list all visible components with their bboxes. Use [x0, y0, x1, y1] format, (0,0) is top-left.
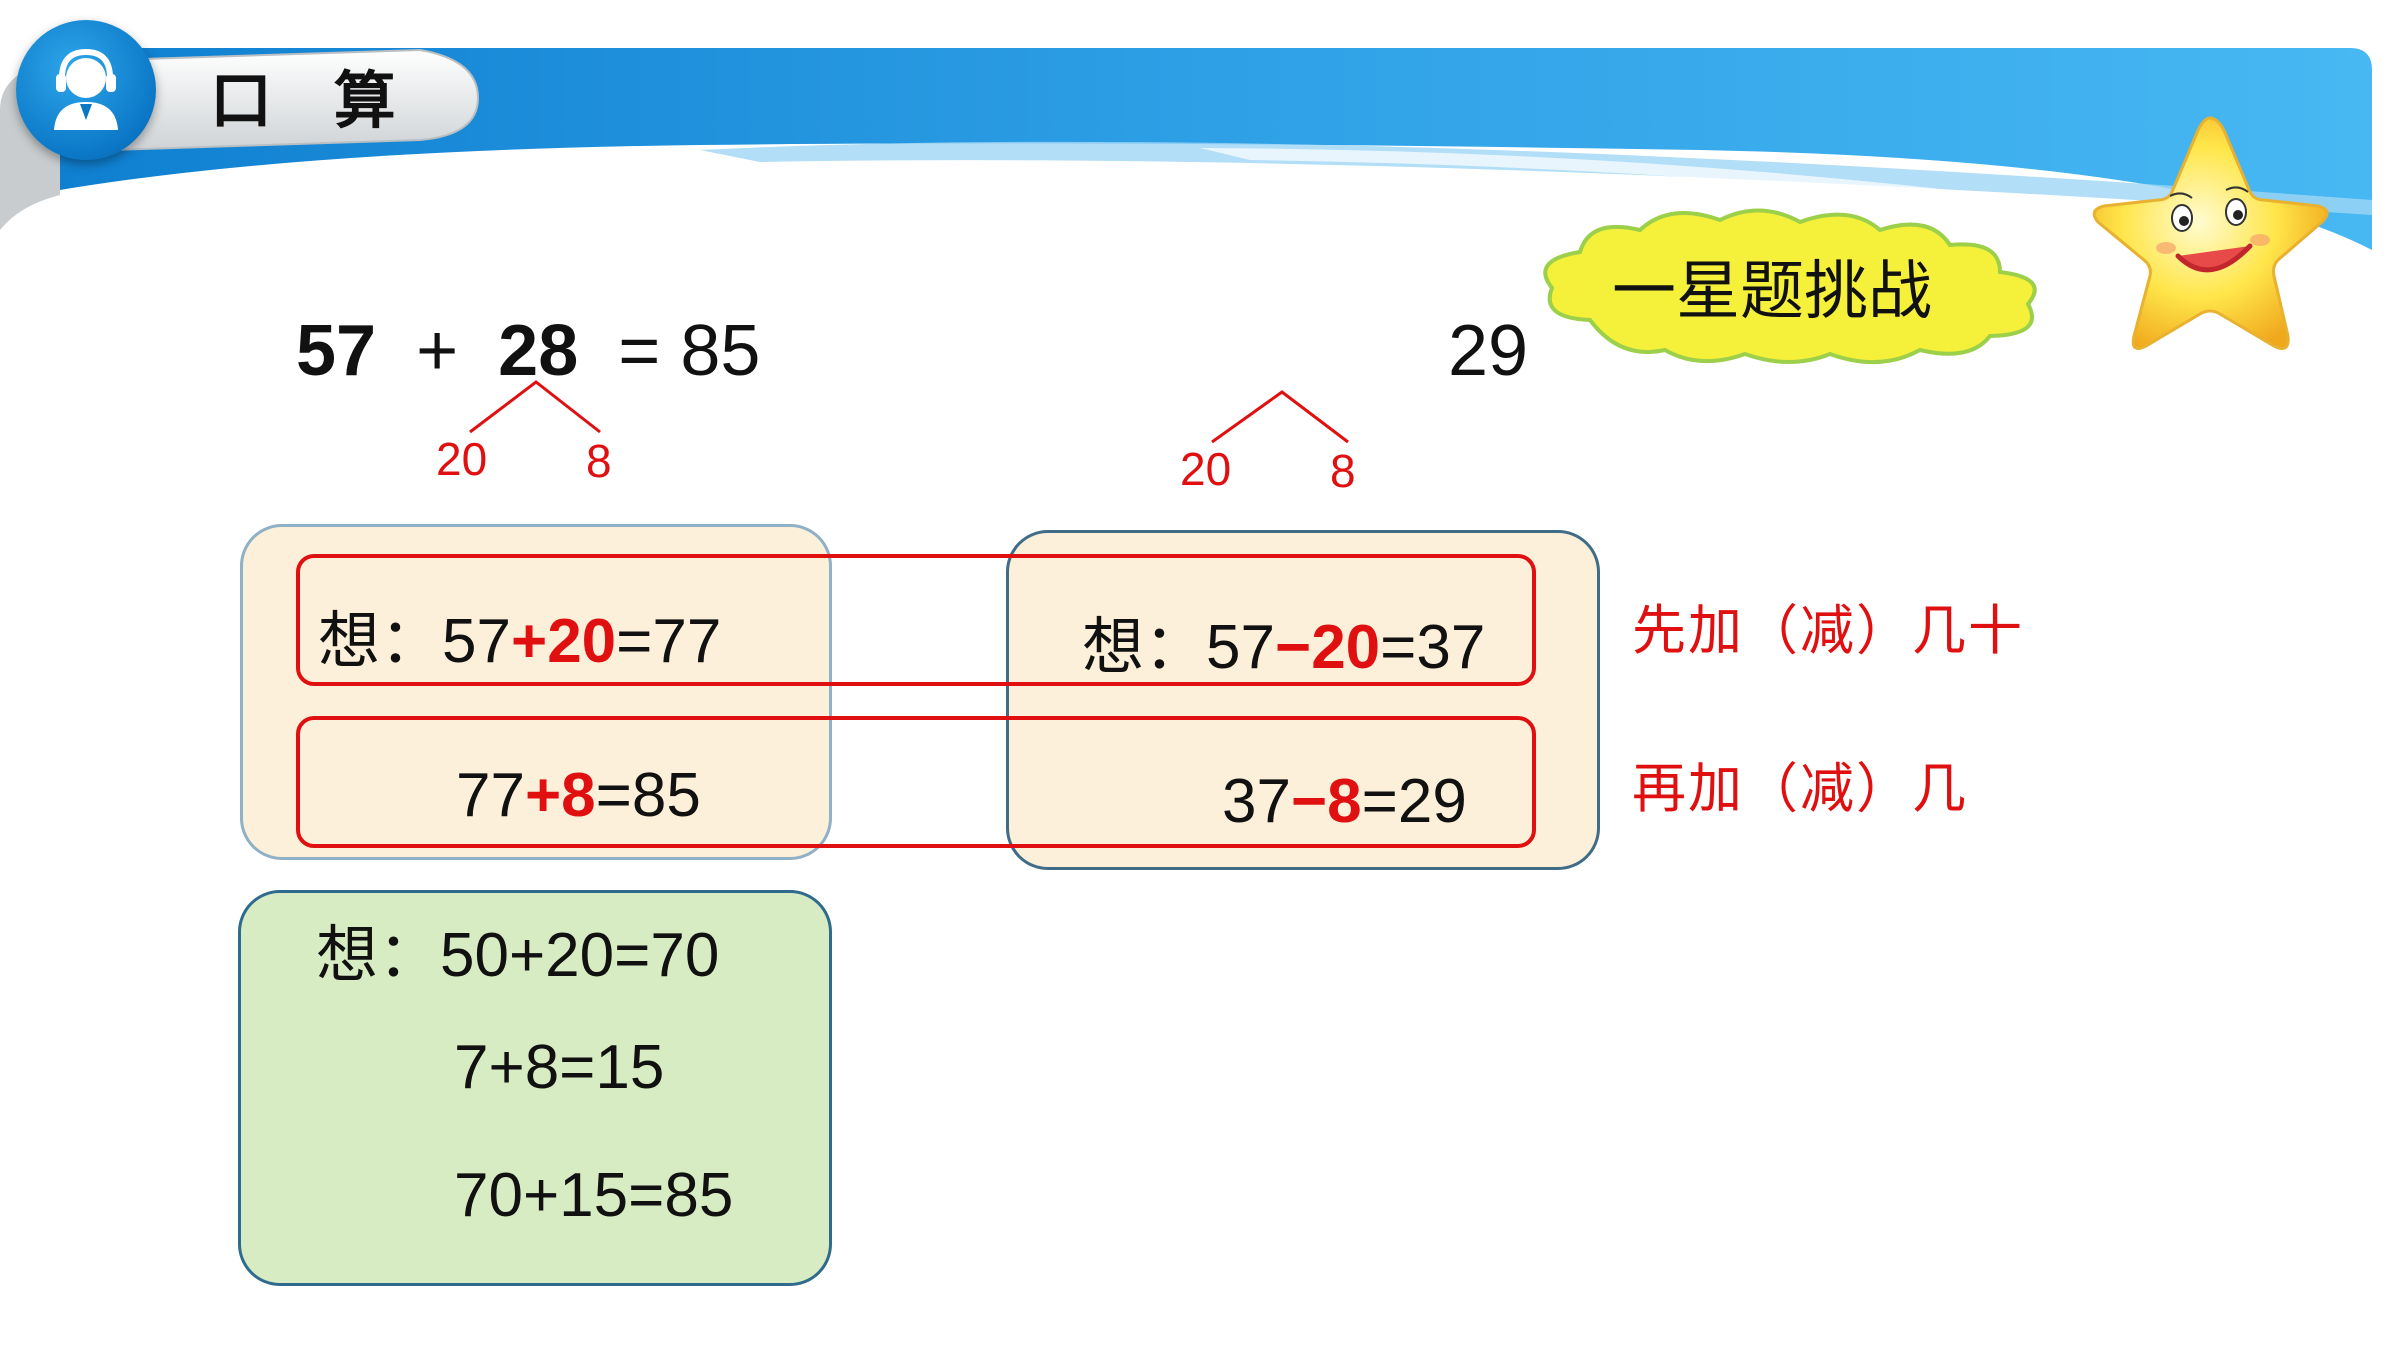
- note-ones-second: 再加（减）几: [1632, 757, 1968, 820]
- right-line1: 想：57−20=37: [1082, 596, 1485, 686]
- green-line1: 想：50+20=70: [316, 904, 719, 994]
- green-line1-expr: 50+20=70: [440, 921, 720, 990]
- right-line2-rest: =29: [1361, 767, 1467, 836]
- right-line1-op: −20: [1274, 613, 1381, 682]
- addend-b: 28: [498, 311, 579, 391]
- left-line1-a: 57: [442, 607, 511, 676]
- green-line3: 70+15=85: [454, 1161, 734, 1230]
- right-method-box: [1006, 530, 1600, 870]
- right-line1-rest: =37: [1380, 613, 1486, 682]
- left-line1: 想：57+20=77: [318, 590, 721, 680]
- left-line2: 77+8=85: [456, 760, 701, 831]
- page-title: 口 算: [210, 64, 416, 137]
- left-line1-rest: =77: [616, 607, 722, 676]
- tens-step-highlight: [296, 554, 1536, 686]
- left-line2-rest: =85: [595, 761, 701, 830]
- split-right-tens: 20: [1180, 443, 1232, 495]
- left-line2-a: 77: [456, 761, 525, 830]
- equals-result: = 85: [618, 311, 761, 391]
- right-line2-a: 37: [1222, 767, 1291, 836]
- split-branch-right: [1211, 390, 1349, 444]
- teacher-badge: [16, 20, 156, 160]
- right-line1-a: 57: [1206, 613, 1275, 682]
- plus-sign: +: [416, 311, 459, 391]
- left-line2-op: +8: [524, 761, 596, 830]
- split-left-ones: 8: [586, 435, 612, 487]
- headset-person-icon: [54, 48, 118, 130]
- think-label: 想：: [318, 604, 443, 677]
- think-label: 想：: [1082, 610, 1207, 683]
- split-branch-left: [469, 380, 601, 434]
- right-line2: 37−8=29: [1222, 766, 1467, 837]
- right-line2-op: −8: [1290, 767, 1362, 836]
- think-label: 想：: [316, 918, 441, 991]
- challenge-label: 一星题挑战: [1612, 255, 1932, 329]
- note-tens-first: 先加（减）几十: [1632, 599, 2024, 662]
- split-left-tens: 20: [436, 433, 488, 485]
- smiling-star-icon: [2092, 116, 2329, 350]
- challenge-cloud: [1543, 208, 2037, 364]
- left-line1-op: +20: [510, 607, 617, 676]
- green-line2: 7+8=15: [454, 1033, 665, 1102]
- ones-step-highlight: [296, 716, 1536, 848]
- header-banner: [0, 48, 2372, 262]
- split-right-ones: 8: [1330, 445, 1356, 497]
- alternative-method-box: [238, 890, 832, 1286]
- addend-a: 57: [296, 311, 377, 391]
- main-equation: 57 + 28 = 85: [296, 310, 760, 392]
- subtraction-result: 29: [1448, 311, 1529, 391]
- left-method-box: [240, 524, 832, 860]
